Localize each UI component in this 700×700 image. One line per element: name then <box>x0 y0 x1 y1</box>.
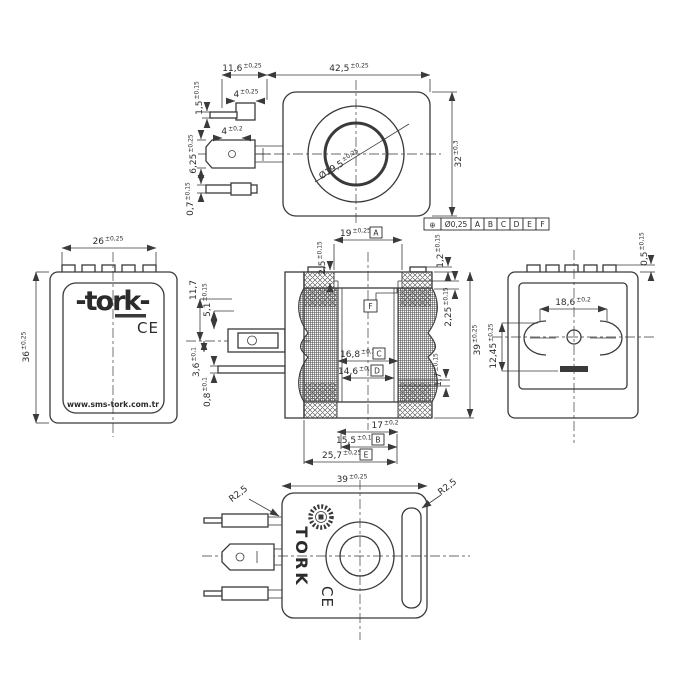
pin-profile-dimensions: 11,7 5,1±0,15 3,6±0,1 0,8±0,1 <box>189 280 234 407</box>
feature-control-frame: ⊕ Ø0,25 A B C D E F <box>423 217 550 231</box>
fcf-tolerance: Ø0,25 <box>445 220 468 229</box>
radius-left-label: R2,5 <box>228 484 250 505</box>
logo-tagline-bar <box>115 314 146 318</box>
pin-profile: 11,7 5,1±0,15 3,6±0,1 0,8±0,1 <box>186 280 312 407</box>
front-view: -tork- CE www.sms-tork.com.tr 26±0,25 36… <box>21 236 178 437</box>
bottom-view-pins <box>203 513 282 601</box>
front-view-label <box>62 282 165 414</box>
dim-3-6: 3,6±0,1 <box>191 347 203 377</box>
dim-5-1: 5,1±0,15 <box>202 283 214 317</box>
datum-b-label: B <box>375 436 380 445</box>
clip-left <box>523 320 547 356</box>
dim-39-section: 39±0,25 <box>472 324 484 355</box>
datum-e-label: E <box>364 451 369 460</box>
dim-1-2: 1,2±0,15 <box>435 234 447 268</box>
fcf-datum-a: A <box>475 220 481 229</box>
dim-1-7: 1,7±0,15 <box>433 353 445 387</box>
top-view-connector <box>205 102 283 196</box>
radius-right-label: R2,5 <box>437 477 459 498</box>
dim-2-25: 2,25±0,15 <box>443 287 455 327</box>
right-view-dimensions: 18,6±0,2 12,45±0,25 0,5±0,15 <box>488 232 655 372</box>
fcf-datum-f: F <box>540 220 544 229</box>
dim-4-tab: 4±0,25 <box>233 89 258 101</box>
dim-0-7: 0,7±0,15 <box>185 182 197 216</box>
dim-11-7: 11,7 <box>189 280 199 300</box>
coil-winding-right <box>397 287 438 403</box>
section-bore <box>333 272 403 418</box>
right-view: 18,6±0,2 12,45±0,25 0,5±0,15 <box>488 232 655 443</box>
dim-6-25: 6,25±0,25 <box>188 134 200 174</box>
dim-2-5: 2,5±0,15 <box>317 241 329 275</box>
dim-26: 26±0,25 <box>93 236 124 248</box>
dim-4-hole: 4±0,2 <box>221 126 242 138</box>
dim-14-6: 14,6±0,1 <box>338 366 374 378</box>
position-symbol-icon: ⊕ <box>429 221 435 230</box>
dim-1-5: 1,5±0,15 <box>194 81 206 115</box>
right-view-face <box>518 282 628 390</box>
tork-logo: -tork- <box>75 286 149 317</box>
fcf-datum-b: B <box>488 220 493 229</box>
datum-f-callout: F <box>363 288 398 313</box>
dim-17: 17±0,2 <box>371 420 398 432</box>
coil-winding-left <box>298 287 339 403</box>
dim-12-45: 12,45±0,25 <box>488 323 500 368</box>
clip-right <box>599 320 623 356</box>
dim-18-6: 18,6±0,2 <box>555 297 591 309</box>
fcf-datum-d: D <box>514 220 520 229</box>
datum-a-label: A <box>373 229 379 238</box>
dim-0-8: 0,8±0,1 <box>202 377 214 407</box>
dim-15-5: 15,5±0,1 <box>336 435 372 447</box>
dim-32: 32±0,3 <box>453 140 465 167</box>
datum-c-label: C <box>376 350 381 359</box>
front-view-body <box>49 271 178 424</box>
dim-11-6: 11,6±0,25 <box>222 63 262 75</box>
datum-d-label: D <box>374 367 380 376</box>
bore-diameter-leader <box>314 123 410 183</box>
right-view-body <box>507 271 639 419</box>
dim-16-8: 16,8±0,2 <box>340 349 376 361</box>
dim-36: 36±0,25 <box>21 331 33 362</box>
side-slot <box>401 507 422 609</box>
dim-42-5: 42,5±0,25 <box>329 63 369 75</box>
knurled-knob-icon <box>308 504 334 530</box>
dim-25-7: 25,7±0,25 <box>322 450 362 462</box>
fcf-datum-c: C <box>501 220 506 229</box>
ce-mark-bottom: CE <box>318 586 336 608</box>
dim-19: 19±0,25 <box>340 228 371 240</box>
bottom-view: TORK CE 39±0,25 R2,5 R2,5 <box>202 474 470 640</box>
dim-0-5: 0,5±0,15 <box>639 232 651 266</box>
top-view: 42,5±0,25 11,6±0,25 1,5±0,15 4±0,25 4±0,… <box>185 63 465 226</box>
front-view-dimensions: 26±0,25 36±0,25 <box>21 236 157 424</box>
datum-f-label: F <box>368 302 372 311</box>
right-view-tabs <box>526 264 617 274</box>
ce-mark-front: CE <box>137 319 159 337</box>
fcf-datum-e: E <box>527 220 532 229</box>
tork-molded-text: TORK <box>292 526 311 587</box>
section-dimensions: 19±0,25 A 2,5±0,15 1,2±0,15 2,25±0,15 39… <box>303 226 484 466</box>
dim-39-bottom: 39±0,25 <box>337 474 368 486</box>
section-view: F 19±0,25 A 2,5±0,15 1,2±0,15 2,25±0,15 … <box>284 226 484 466</box>
